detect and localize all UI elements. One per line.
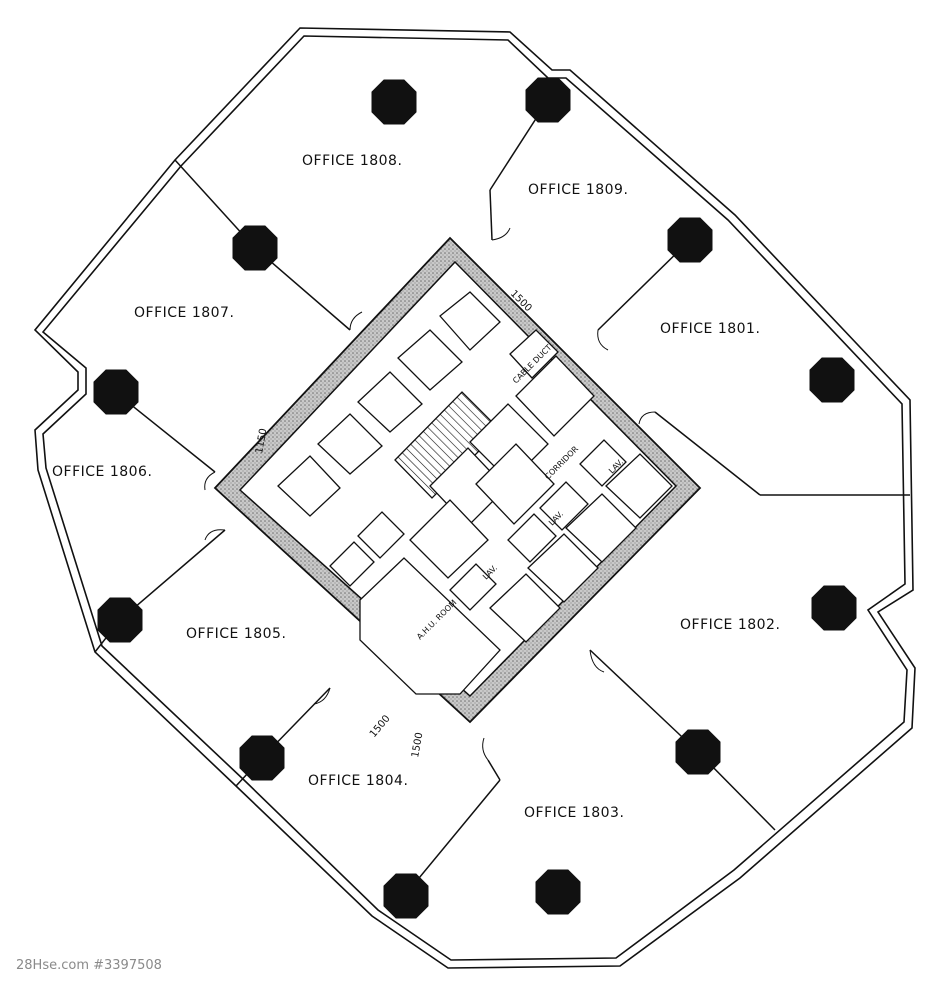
dimension-1500-a: 1500 xyxy=(368,713,393,740)
office-1806-label: OFFICE 1806. xyxy=(52,464,152,480)
column xyxy=(232,225,278,271)
office-1805-label: OFFICE 1805. xyxy=(186,626,286,642)
column xyxy=(535,869,581,915)
door-swings xyxy=(204,227,656,761)
office-1803-label: OFFICE 1803. xyxy=(524,805,624,821)
column xyxy=(811,585,857,631)
office-1807-label: OFFICE 1807. xyxy=(134,305,234,321)
column xyxy=(525,77,571,123)
column xyxy=(383,873,429,919)
office-1808-label: OFFICE 1808. xyxy=(302,153,402,169)
column xyxy=(97,597,143,643)
outer-wall xyxy=(33,27,916,969)
core-rooms xyxy=(277,291,673,695)
column xyxy=(667,217,713,263)
dimension-1500-b: 1500 xyxy=(410,732,425,759)
office-1802-label: OFFICE 1802. xyxy=(680,617,780,633)
dimension-1150: 1150 xyxy=(254,428,269,455)
ahu-room xyxy=(359,557,501,695)
column xyxy=(809,357,855,403)
structural-columns xyxy=(93,77,857,919)
column xyxy=(371,79,417,125)
column xyxy=(675,729,721,775)
column xyxy=(93,369,139,415)
office-labels: OFFICE 1801. OFFICE 1802. OFFICE 1803. O… xyxy=(52,153,780,821)
office-1804-label: OFFICE 1804. xyxy=(308,773,408,789)
office-1809-label: OFFICE 1809. xyxy=(528,182,628,198)
watermark: 28Hse.com #3397508 xyxy=(16,958,162,973)
office-1801-label: OFFICE 1801. xyxy=(660,321,760,337)
column xyxy=(239,735,285,781)
